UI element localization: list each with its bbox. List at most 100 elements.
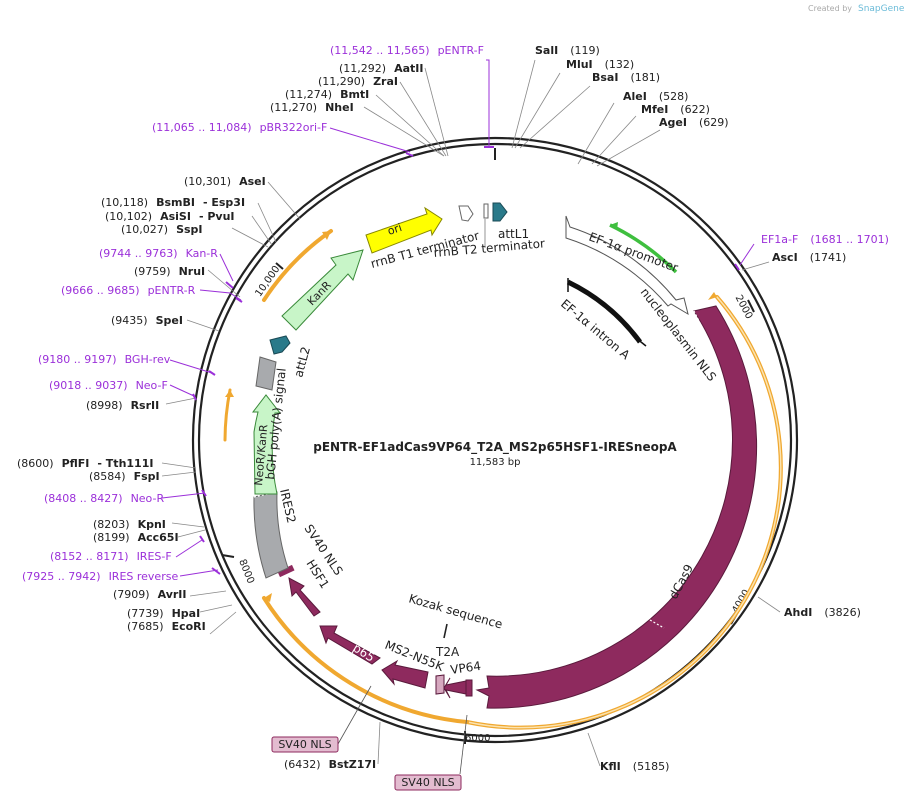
site-name[interactable]: BmtI bbox=[340, 88, 369, 101]
primer-name[interactable]: IRES reverse bbox=[109, 570, 179, 583]
orf-arc-neo bbox=[223, 388, 232, 442]
kozak-label: Kozak sequence bbox=[407, 591, 504, 631]
primer-name[interactable]: pENTR-R bbox=[148, 284, 196, 297]
svg-text:(11,274)BmtI: (11,274)BmtI bbox=[285, 88, 369, 101]
svg-text:(10,301)AseI: (10,301)AseI bbox=[184, 175, 266, 188]
svg-text:(11,542 .. 11,565)pENTR-F: (11,542 .. 11,565)pENTR-F bbox=[330, 44, 484, 57]
site-name[interactable]: AvrII bbox=[158, 588, 187, 601]
site-name[interactable]: KpnI bbox=[138, 518, 166, 531]
ires2-feature[interactable] bbox=[253, 491, 289, 579]
tick-6000: 6000 bbox=[465, 733, 490, 744]
site-name[interactable]: AgeI bbox=[659, 116, 687, 129]
svg-text:(11,065 .. 11,084)pBR322ori-F: (11,065 .. 11,084)pBR322ori-F bbox=[152, 121, 327, 134]
primer-name[interactable]: IRES-F bbox=[137, 550, 172, 563]
site-name[interactable]: AhdI bbox=[784, 606, 812, 619]
vp64-label: VP64 bbox=[449, 659, 481, 677]
plasmid-name: pENTR-EF1adCas9VP64_T2A_MS2p65HSF1-IRESn… bbox=[313, 440, 677, 455]
sv40-nls-box-1-label: SV40 NLS bbox=[278, 738, 331, 751]
svg-text:(11,290)ZraI: (11,290)ZraI bbox=[318, 75, 398, 88]
site-name[interactable]: AleI bbox=[623, 90, 647, 103]
site-name[interactable]: ZraI bbox=[373, 75, 398, 88]
site-name[interactable]: FspI bbox=[134, 470, 160, 483]
t2a-label: T2A bbox=[435, 645, 460, 659]
dcas9-feature[interactable] bbox=[475, 305, 758, 709]
site-name[interactable]: SalI bbox=[535, 44, 558, 57]
svg-text:(10,102)AsiSI- PvuI: (10,102)AsiSI- PvuI bbox=[105, 210, 235, 223]
site-name[interactable]: AscI bbox=[772, 251, 798, 264]
site-name[interactable]: HpaI bbox=[172, 607, 201, 620]
snapgene-logo: SnapGene bbox=[858, 4, 905, 14]
svg-text:(7739)HpaI: (7739)HpaI bbox=[127, 607, 200, 620]
primer-name[interactable]: Neo-F bbox=[136, 379, 168, 392]
ef1a-intron-feature[interactable] bbox=[566, 279, 643, 344]
p65-feature[interactable] bbox=[319, 625, 381, 665]
attl2-feature[interactable] bbox=[269, 335, 291, 355]
svg-text:(8600)PflFI- Tth111I: (8600)PflFI- Tth111I bbox=[17, 457, 153, 470]
rrnb-t2-feature[interactable] bbox=[483, 203, 489, 219]
orf-arc-p65 bbox=[262, 596, 469, 724]
svg-text:(11,270)NheI: (11,270)NheI bbox=[270, 101, 354, 114]
svg-text:(9666 .. 9685)pENTR-R: (9666 .. 9685)pENTR-R bbox=[61, 284, 196, 297]
svg-text:(9180 .. 9197)BGH-rev: (9180 .. 9197)BGH-rev bbox=[38, 353, 171, 366]
svg-text:(8584)FspI: (8584)FspI bbox=[89, 470, 160, 483]
svg-text:BsaI(181): BsaI(181) bbox=[592, 71, 660, 84]
primer-name[interactable]: pBR322ori-F bbox=[260, 121, 328, 134]
svg-text:KflI(5185): KflI(5185) bbox=[600, 760, 669, 773]
site-name[interactable]: PflFI bbox=[62, 457, 90, 470]
primer-name[interactable]: EF1a-F bbox=[761, 233, 798, 246]
site-labels: SalI(119) MluI(132) BsaI(181) AleI(528) … bbox=[17, 44, 861, 773]
ires2-label: IRES2 bbox=[277, 488, 298, 525]
ef1a-promoter-feature[interactable] bbox=[565, 215, 689, 316]
svg-text:AscI(1741): AscI(1741) bbox=[772, 251, 846, 264]
site-name[interactable]: NheI bbox=[325, 101, 354, 114]
site-name[interactable]: MluI bbox=[566, 58, 593, 71]
site-name[interactable]: AatII bbox=[394, 62, 423, 75]
site-name[interactable]: Acc65I bbox=[138, 531, 179, 544]
svg-text:MfeI(622): MfeI(622) bbox=[641, 103, 710, 116]
primer-name[interactable]: Kan-R bbox=[186, 247, 219, 260]
svg-text:(10,118)BsmBI- Esp3I: (10,118)BsmBI- Esp3I bbox=[101, 196, 245, 209]
rrnb-t1-feature[interactable] bbox=[458, 205, 474, 222]
ms2-n55k-feature[interactable] bbox=[381, 659, 429, 689]
svg-text:(10,027)SspI: (10,027)SspI bbox=[121, 223, 203, 236]
site-name[interactable]: BsaI bbox=[592, 71, 618, 84]
primer-labels: (11,542 .. 11,565)pENTR-F (11,065 .. 11,… bbox=[22, 44, 889, 583]
svg-text:(7925 .. 7942)IRES reverse: (7925 .. 7942)IRES reverse bbox=[22, 570, 178, 583]
attl1-feature[interactable] bbox=[492, 202, 508, 222]
site-name[interactable]: AseI bbox=[239, 175, 266, 188]
site-name[interactable]: BsmBI bbox=[156, 196, 195, 209]
kanr-feature[interactable] bbox=[281, 249, 364, 331]
backbone-outer-ring bbox=[191, 136, 799, 744]
site-name[interactable]: SspI bbox=[176, 223, 202, 236]
primer-name[interactable]: BGH-rev bbox=[125, 353, 171, 366]
site-name[interactable]: KflI bbox=[600, 760, 621, 773]
bgh-polya-feature[interactable] bbox=[255, 356, 277, 391]
primer-name[interactable]: Neo-R bbox=[131, 492, 165, 505]
sv40-nls-box-1[interactable]: SV40 NLS bbox=[271, 685, 372, 753]
site-name[interactable]: BstZ17I bbox=[329, 758, 377, 771]
sv40-nls-box-2-label: SV40 NLS bbox=[401, 776, 454, 789]
site-name[interactable]: EcoRI bbox=[172, 620, 206, 633]
hsf1-feature[interactable] bbox=[288, 577, 321, 617]
sv40-nls-feature[interactable] bbox=[277, 564, 295, 578]
svg-text:AgeI(629): AgeI(629) bbox=[659, 116, 729, 129]
site-name[interactable]: AsiSI bbox=[160, 210, 191, 223]
primer-name[interactable]: pENTR-F bbox=[438, 44, 484, 57]
svg-text:EF1a-F(1681 .. 1701): EF1a-F(1681 .. 1701) bbox=[761, 233, 889, 246]
svg-text:(9018 .. 9037)Neo-F: (9018 .. 9037)Neo-F bbox=[49, 379, 168, 392]
orf-arcs bbox=[223, 229, 783, 730]
svg-text:MluI(132): MluI(132) bbox=[566, 58, 634, 71]
ori-feature[interactable] bbox=[365, 206, 443, 254]
site-name[interactable]: RsrII bbox=[131, 399, 160, 412]
svg-text:(8199)Acc65I: (8199)Acc65I bbox=[93, 531, 179, 544]
svg-text:(6432)BstZ17I: (6432)BstZ17I bbox=[284, 758, 376, 771]
svg-text:(11,292)AatII: (11,292)AatII bbox=[339, 62, 423, 75]
neor-kanr-feature[interactable] bbox=[251, 394, 282, 495]
svg-text:(7685)EcoRI: (7685)EcoRI bbox=[127, 620, 206, 633]
site-name[interactable]: MfeI bbox=[641, 103, 668, 116]
sv40-nls-box-2[interactable]: SV40 NLS bbox=[394, 714, 468, 791]
site-name[interactable]: SpeI bbox=[156, 314, 183, 327]
t2a-feature[interactable] bbox=[435, 674, 445, 695]
site-name[interactable]: NruI bbox=[179, 265, 206, 278]
